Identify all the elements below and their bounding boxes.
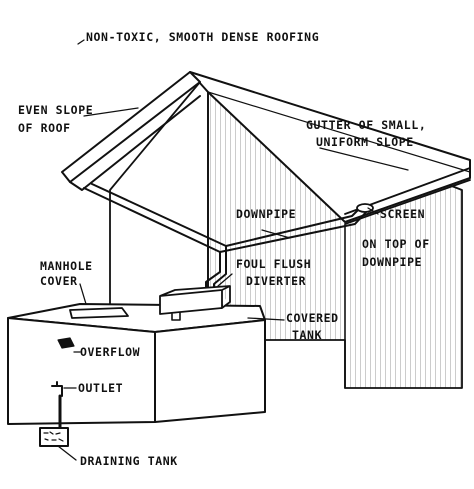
label-screen-line1: SCREEN: [380, 207, 425, 221]
label-outlet: OUTLET: [78, 381, 123, 395]
draining-tank: [39, 427, 69, 447]
label-foul-flush-line1: FOUL FLUSH: [236, 257, 311, 271]
label-downpipe: DOWNPIPE: [236, 207, 296, 221]
label-draining-tank: DRAINING TANK: [80, 454, 178, 468]
label-overflow: OVERFLOW: [80, 345, 140, 359]
covered-tank: [7, 285, 266, 430]
roof: [61, 71, 471, 223]
leader-screen: [367, 207, 379, 215]
foul-flush-diverter: [159, 285, 231, 315]
leader-gutter: [319, 147, 409, 171]
label-screen-line2: ON TOP OF: [362, 237, 430, 251]
draining-tank-gravel: [43, 431, 64, 442]
label-screen-line3: DOWNPIPE: [362, 255, 422, 269]
diverter-stub: [171, 312, 181, 321]
downpipes: [83, 183, 374, 297]
roof-slope: [189, 71, 471, 223]
leader-lines: [57, 39, 409, 461]
manhole-cover: [69, 307, 129, 319]
draining-tank-body: [39, 427, 69, 447]
leader-downpipe: [261, 229, 291, 239]
label-gutter-line2: UNIFORM SLOPE: [316, 135, 414, 149]
label-even-slope-line2: OF ROOF: [18, 121, 71, 135]
label-covered-tank-line1: COVERED: [286, 311, 339, 325]
overflow-pipe: [57, 337, 75, 349]
leader-manhole: [79, 283, 87, 305]
roof-eave-line: [207, 91, 471, 173]
leader-foul-flush: [217, 273, 233, 287]
label-covered-tank-line2: TANK: [292, 328, 322, 342]
tank-side: [154, 319, 266, 423]
downpipe-left: [83, 183, 227, 253]
label-gutter-line1: GUTTER OF SMALL,: [306, 118, 426, 132]
roof-barge-board: [61, 71, 201, 183]
leader-draining: [57, 445, 77, 461]
downpipe-screen: [356, 203, 374, 213]
front-gutter: [69, 95, 201, 191]
labels: NON-TOXIC, SMOOTH DENSE ROOFING EVEN SLO…: [18, 30, 430, 468]
leader-even-slope: [83, 107, 139, 117]
outlet-tap: [51, 381, 63, 397]
leader-covered-tank: [247, 317, 285, 321]
label-roofing: NON-TOXIC, SMOOTH DENSE ROOFING: [86, 30, 319, 44]
label-manhole-line2: COVER: [40, 274, 78, 288]
label-foul-flush-line2: DIVERTER: [246, 274, 306, 288]
label-even-slope-line1: EVEN SLOPE: [18, 103, 93, 117]
leader-roofing: [77, 39, 85, 45]
label-manhole-line1: MANHOLE: [40, 259, 93, 273]
tank-front: [7, 317, 156, 425]
